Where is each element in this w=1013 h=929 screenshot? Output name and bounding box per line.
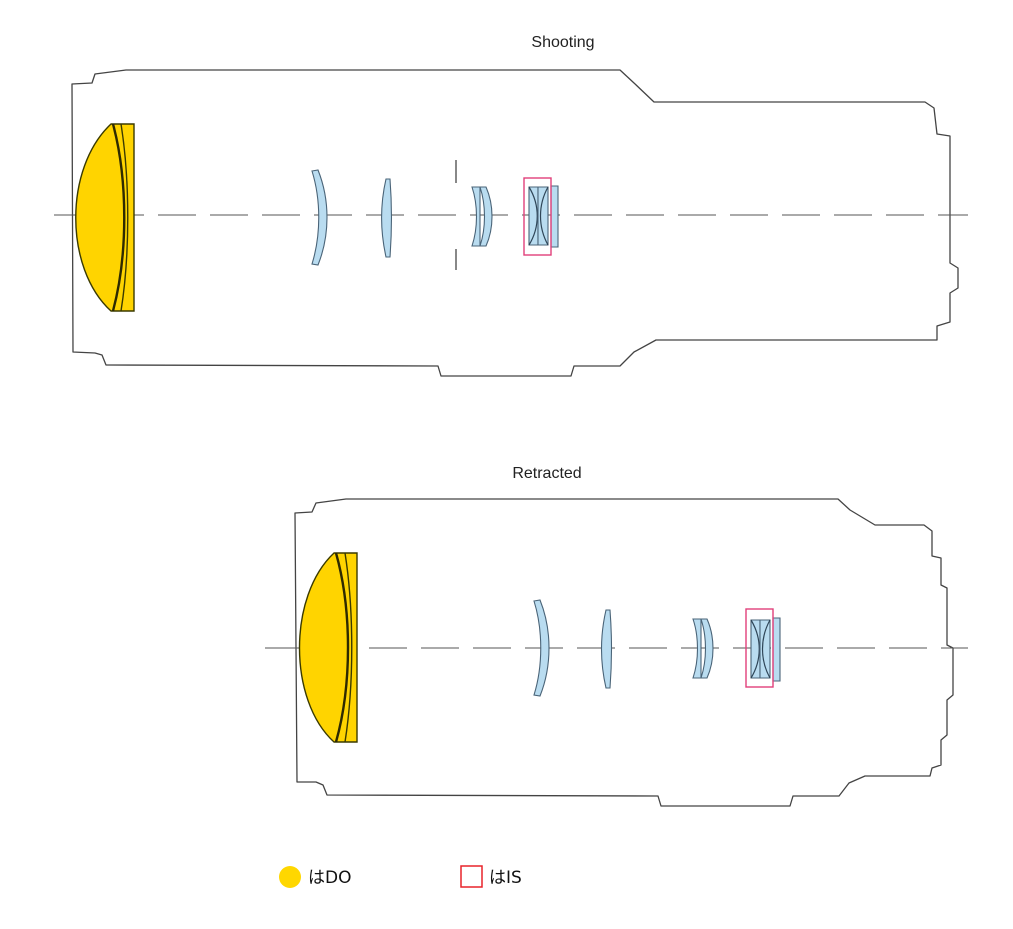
retracted-label: Retracted: [512, 465, 581, 482]
legend: はDO はIS: [279, 865, 522, 888]
shooting-lens-element-2: [381, 178, 393, 258]
retracted-lens-barrel: [294, 498, 954, 807]
retracted-diagram: Retracted: [265, 465, 968, 807]
retracted-lens-group-3: [692, 618, 714, 679]
shooting-label: Shooting: [531, 34, 594, 51]
shooting-is-group: [523, 177, 559, 256]
legend-is-label: はIS: [489, 868, 522, 888]
shooting-do-lens: [75, 123, 135, 312]
legend-do-label: はDO: [308, 868, 351, 888]
shooting-lens-element-1: [311, 169, 328, 266]
shooting-lens-barrel: [71, 69, 959, 377]
shooting-lens-group-3: [471, 186, 493, 247]
retracted-lens-element-1: [533, 599, 550, 697]
retracted-is-group: [745, 608, 781, 688]
do-swatch-icon: [279, 866, 301, 888]
legend-item-do: はDO: [279, 866, 351, 888]
shooting-diagram: Shooting: [54, 34, 968, 377]
retracted-is-marker: [745, 608, 774, 688]
retracted-lens-element-2: [601, 609, 613, 689]
is-swatch-icon: [460, 865, 483, 888]
shooting-is-marker: [523, 177, 552, 256]
legend-item-is: はIS: [460, 865, 522, 888]
retracted-do-lens: [298, 552, 358, 743]
